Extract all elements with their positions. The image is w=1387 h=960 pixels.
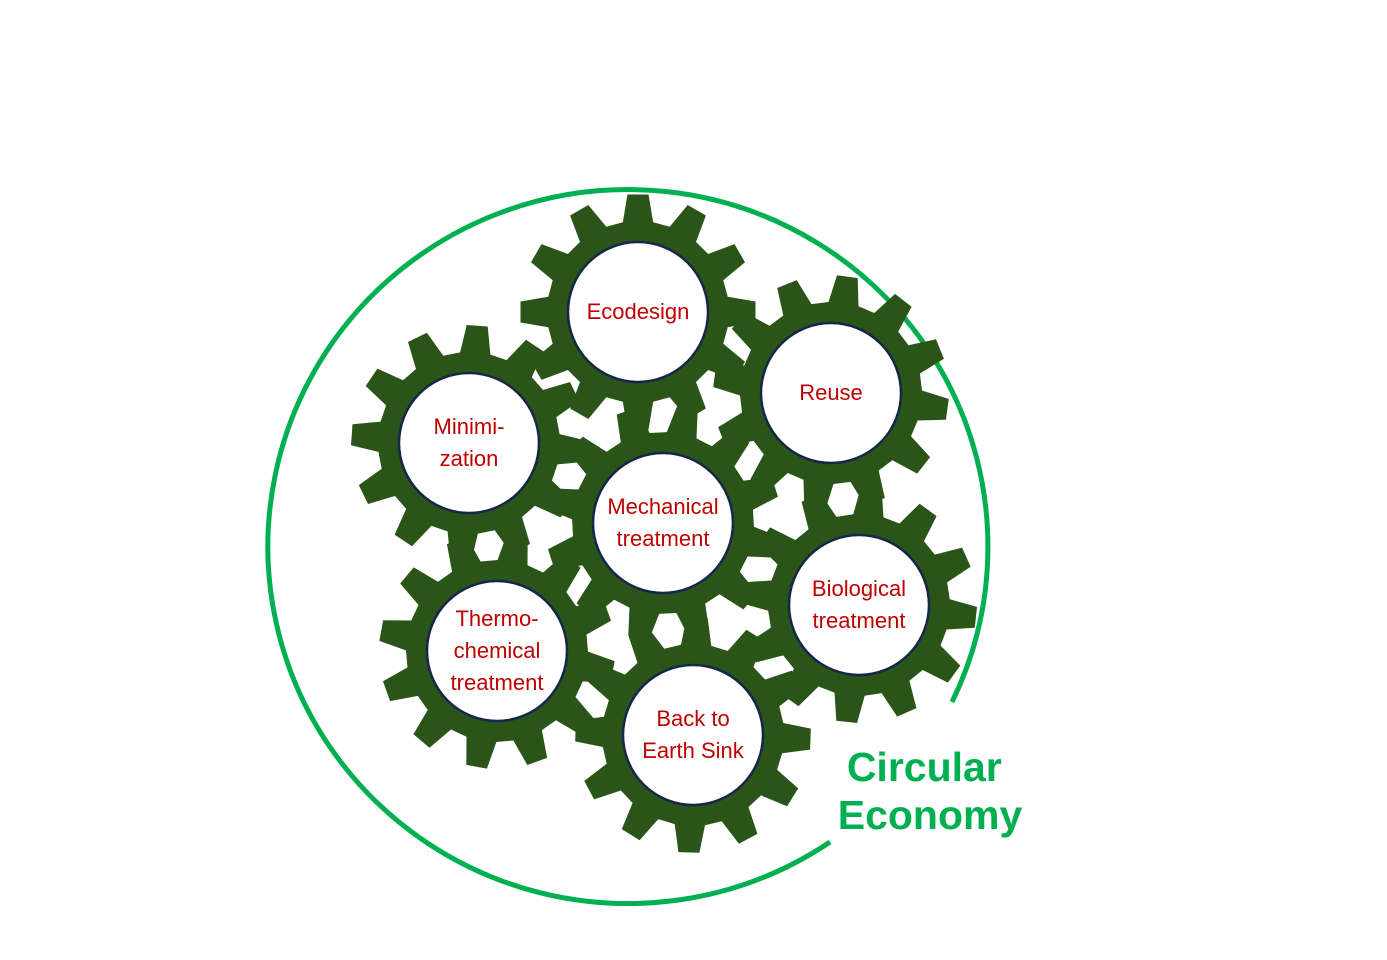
gear-label: Biological treatment [812, 576, 906, 633]
gear-label-line: chemical [454, 638, 541, 663]
gear-center [759, 321, 903, 465]
gear-label-line: Mechanical [607, 494, 718, 519]
title-line-1: Circular [847, 744, 1002, 790]
gear-label-line: Thermo- [455, 606, 538, 631]
gear-label-line: Minimi- [434, 414, 505, 439]
gear-label-line: treatment [813, 608, 906, 633]
gear-label: Back to Earth Sink [642, 706, 744, 763]
gear-reuse: Reuse [713, 275, 949, 511]
gear-label: Minimi-zation [434, 414, 505, 471]
gear-biological-treatment: Biological treatment [741, 487, 977, 723]
gear-center [425, 579, 569, 723]
circular-economy-ring [265, 187, 991, 907]
title-line-2: Economy [838, 792, 1023, 838]
gear-label: Mechanical treatment [607, 494, 718, 551]
gear-center [397, 371, 541, 515]
gear-mechanical-treatment: Mechanical treatment [545, 405, 781, 641]
gear-center [566, 240, 710, 384]
gear-label-line: Biological [812, 576, 906, 601]
gear-thermochemical-treatment: Thermo-chemical treatment [379, 533, 615, 769]
gear-center [591, 451, 735, 595]
gear-label-line: treatment [451, 670, 544, 695]
circular-economy-title: Circular Economy [838, 744, 1023, 838]
gear-label: Thermo-chemical treatment [451, 606, 544, 695]
gear-minimization: Minimi-zation [351, 325, 587, 561]
gear-label-line: Back to [656, 706, 729, 731]
gear-label-line: treatment [617, 526, 710, 551]
gear-label-line: Reuse [799, 380, 863, 405]
gear-back-to-earth-sink: Back to Earth Sink [575, 617, 811, 853]
gear-label-line: Ecodesign [587, 299, 690, 324]
gear-label-line: zation [440, 446, 499, 471]
gear-ecodesign: Ecodesign [520, 194, 756, 430]
gear-center [787, 533, 931, 677]
gear-label: Ecodesign [587, 299, 690, 324]
gear-center [621, 663, 765, 807]
gear-label-line: Earth Sink [642, 738, 744, 763]
gear-label: Reuse [799, 380, 863, 405]
